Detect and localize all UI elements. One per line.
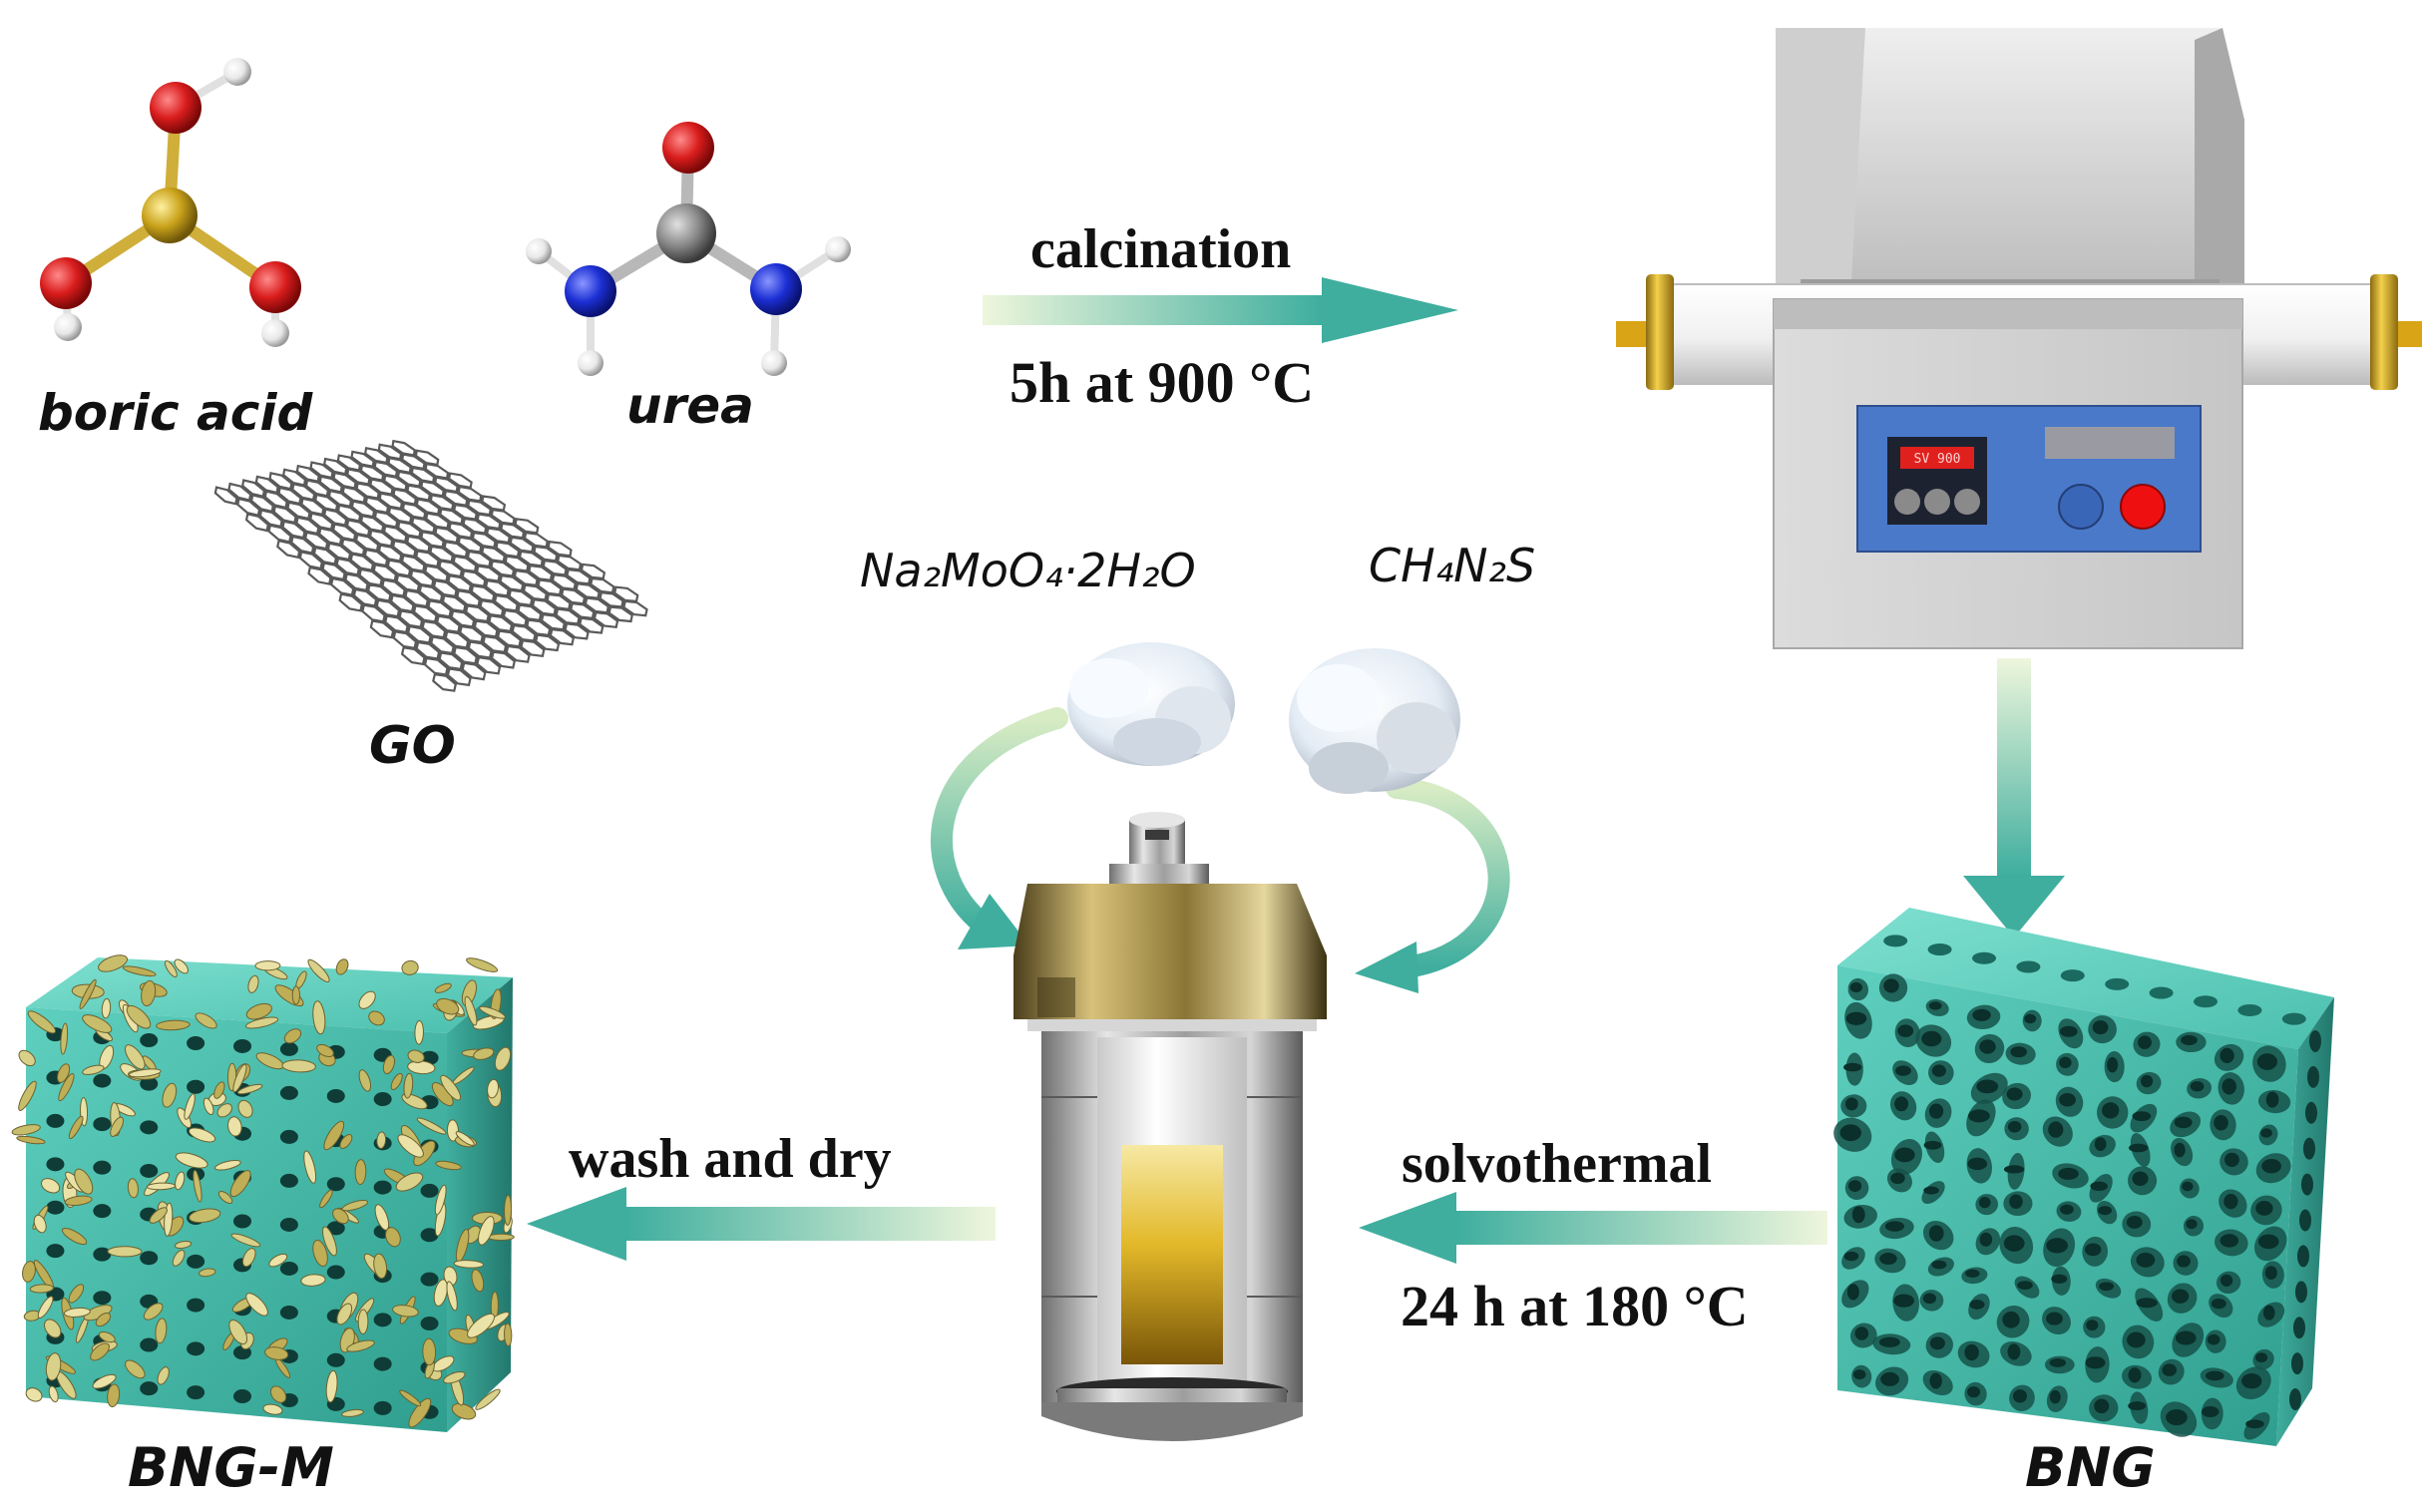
sodium-molybdate-label: Na₂MoO₄·2H₂O xyxy=(860,544,1196,597)
urea-label: urea xyxy=(626,377,754,435)
hydrogen-atom xyxy=(761,350,787,376)
thiourea-powder xyxy=(1289,648,1460,794)
oxygen-atom xyxy=(150,82,202,134)
bng-m-label: BNG-M xyxy=(128,1436,334,1499)
wash-and-dry-label: wash and dry xyxy=(569,1128,892,1190)
thiourea-label: CH₄N₂S xyxy=(1369,539,1536,592)
oxygen-atom xyxy=(40,257,92,309)
solvothermal-arrow xyxy=(1359,1192,1827,1264)
solvothermal-label: solvothermal xyxy=(1402,1133,1713,1195)
urea-molecule xyxy=(526,122,851,376)
hydrogen-atom xyxy=(261,319,289,347)
calcination-arrow xyxy=(983,277,1458,343)
hydrogen-atom xyxy=(54,313,82,341)
hydrogen-atom xyxy=(526,238,552,264)
bng-m-cube xyxy=(11,954,515,1432)
go-label: GO xyxy=(369,716,456,776)
hydrogen-atom xyxy=(223,58,251,86)
wash-arrow xyxy=(527,1187,996,1261)
carbon-atom xyxy=(656,203,716,263)
sodium-molybdate-powder xyxy=(1067,642,1235,766)
nitrogen-atom xyxy=(750,263,802,315)
boric-acid-molecule xyxy=(40,58,301,347)
hydrogen-atom xyxy=(578,350,604,376)
oxygen-atom xyxy=(249,261,301,313)
calcination-conditions-label: 5h at 900 °C xyxy=(1009,350,1315,415)
nitrogen-atom xyxy=(565,265,616,317)
solvothermal-conditions-label: 24 h at 180 °C xyxy=(1401,1274,1749,1338)
graphene-oxide-sheet xyxy=(213,439,648,692)
bng-cube xyxy=(1833,908,2334,1446)
tube-furnace: SV 900 xyxy=(1616,28,2422,649)
boron-atom xyxy=(142,188,198,243)
bng-label: BNG xyxy=(2025,1436,2156,1499)
curved-arrow-right xyxy=(1355,777,1510,993)
calcination-label: calcination xyxy=(1030,218,1292,280)
furnace-display-text: SV 900 xyxy=(1914,452,1961,467)
hydrogen-atom xyxy=(825,236,851,262)
curved-arrow-left xyxy=(931,707,1068,949)
oxygen-atom xyxy=(662,122,714,174)
autoclave xyxy=(1013,812,1327,1441)
boric-acid-label: boric acid xyxy=(38,384,313,442)
down-arrow xyxy=(1963,658,2065,938)
